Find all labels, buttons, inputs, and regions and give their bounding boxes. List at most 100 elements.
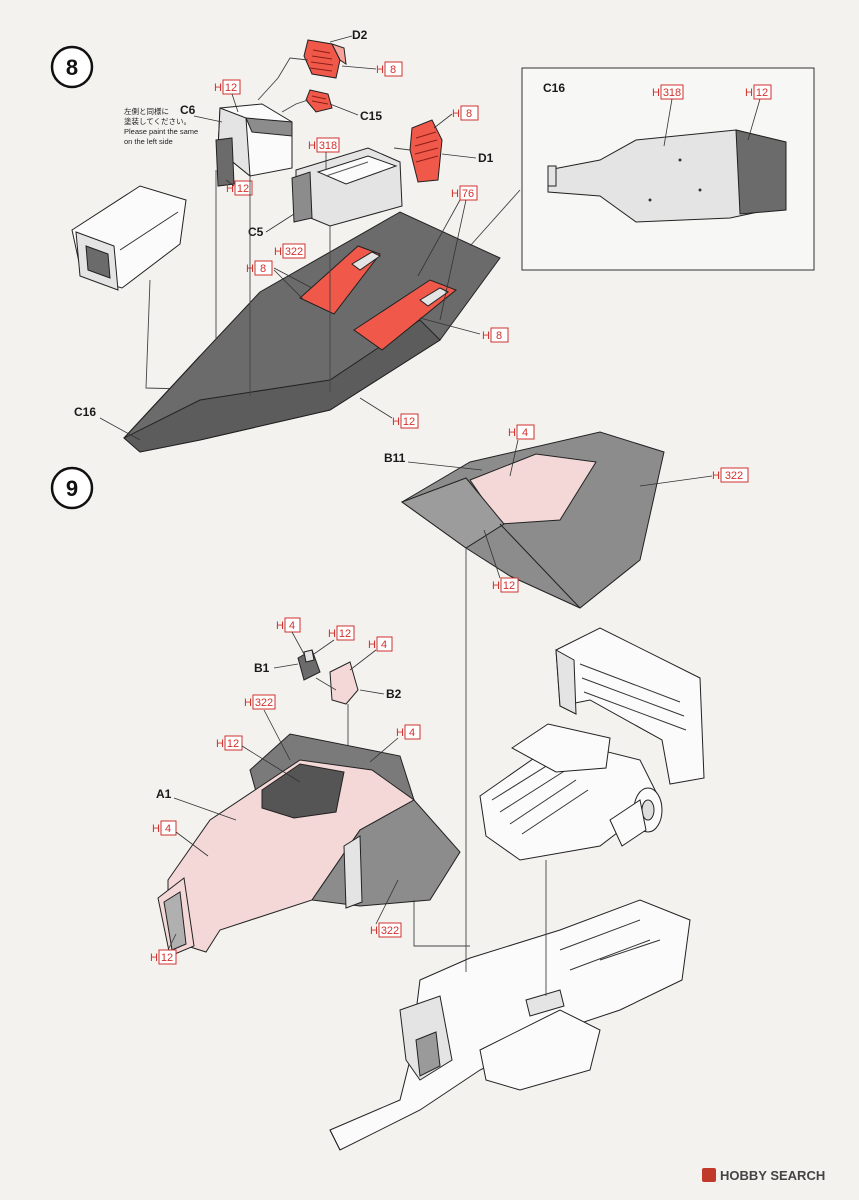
part-floor <box>123 211 501 453</box>
svg-text:12: 12 <box>503 580 515 592</box>
note-jp-line1: 左側と同様に <box>124 106 169 116</box>
paint-code-b1-b: H 12 <box>328 625 355 641</box>
watermark: HOBBY SEARCH <box>702 1168 825 1183</box>
svg-text:H: H <box>376 64 384 76</box>
svg-text:12: 12 <box>237 183 249 195</box>
svg-text:H: H <box>370 925 378 937</box>
svg-text:H: H <box>652 87 660 99</box>
paint-code-b11-inner: H 12 <box>492 577 519 593</box>
part-b2 <box>329 661 359 705</box>
note-en-line2: on the left side <box>124 137 173 146</box>
label-d2: D2 <box>352 28 368 42</box>
paint-code-b11-side: H 322 <box>712 467 749 483</box>
svg-text:8: 8 <box>466 108 472 120</box>
label-b1: B1 <box>254 661 270 675</box>
step-8-number: 8 <box>66 55 78 80</box>
paint-code-d2: H 8 <box>376 61 403 77</box>
inset-label-c16: C16 <box>543 81 565 95</box>
svg-text:12: 12 <box>756 87 768 99</box>
svg-text:4: 4 <box>522 427 528 439</box>
svg-text:318: 318 <box>663 87 681 99</box>
svg-text:12: 12 <box>161 952 173 964</box>
label-c15: C15 <box>360 109 382 123</box>
paint-code-a1-top: H 322 <box>244 694 276 710</box>
paint-code-a1-right: H 4 <box>396 724 421 740</box>
note-jp-line2: 塗装してください。 <box>124 116 191 126</box>
part-c15 <box>305 89 333 113</box>
part-c5 <box>291 147 403 227</box>
svg-text:H: H <box>508 427 516 439</box>
part-duct <box>71 185 187 291</box>
svg-text:H: H <box>368 639 376 651</box>
step-8: 8 D2 H 8 C15 C6 <box>50 28 815 453</box>
paint-code-b11-top: H 4 <box>508 424 535 440</box>
step-9-number: 9 <box>66 476 78 501</box>
paint-code-a1-inner: H 12 <box>150 949 177 965</box>
paint-code-ducts: H 76 <box>451 185 478 201</box>
svg-text:H: H <box>712 470 720 482</box>
svg-text:H: H <box>244 697 252 709</box>
part-d1 <box>409 119 443 183</box>
label-c16: C16 <box>74 405 96 419</box>
svg-text:H: H <box>396 727 404 739</box>
paint-code-floor-right: H 8 <box>482 327 509 343</box>
svg-text:H: H <box>392 416 400 428</box>
svg-text:8: 8 <box>496 330 502 342</box>
part-chassis <box>329 899 691 1151</box>
label-b11: B11 <box>384 451 406 465</box>
paint-code-c5-side: H 322 <box>274 243 306 259</box>
svg-text:H: H <box>482 330 490 342</box>
svg-text:4: 4 <box>165 823 171 835</box>
watermark-text: HOBBY SEARCH <box>720 1168 825 1183</box>
svg-text:H: H <box>276 620 284 632</box>
svg-text:12: 12 <box>339 628 351 640</box>
step-9: 9 B11 H 4 H 322 H 12 <box>50 424 749 1151</box>
svg-text:H: H <box>328 628 336 640</box>
paint-code-a1-nose: H 4 <box>152 820 177 836</box>
part-d2 <box>303 39 347 79</box>
part-engine-assembly <box>479 627 705 861</box>
svg-text:H: H <box>452 108 460 120</box>
paint-code-a1-cockpit: H 12 <box>216 735 243 751</box>
paint-code-c5-top: H 318 <box>308 137 340 153</box>
svg-text:8: 8 <box>390 64 396 76</box>
svg-text:12: 12 <box>227 738 239 750</box>
svg-text:H: H <box>745 87 753 99</box>
paint-code-floor-base: H 12 <box>392 413 419 429</box>
svg-text:12: 12 <box>225 82 237 94</box>
svg-text:H: H <box>226 183 234 195</box>
svg-text:322: 322 <box>255 697 273 709</box>
svg-text:H: H <box>451 188 459 200</box>
paint-code-inset-main: H 318 <box>652 84 684 100</box>
svg-text:4: 4 <box>289 620 295 632</box>
label-c5: C5 <box>248 225 264 239</box>
label-b2: B2 <box>386 687 402 701</box>
svg-text:H: H <box>216 738 224 750</box>
svg-text:4: 4 <box>381 639 387 651</box>
svg-text:H: H <box>214 82 222 94</box>
paint-code-d1: H 8 <box>452 105 479 121</box>
svg-text:318: 318 <box>319 140 337 152</box>
label-d1: D1 <box>478 151 494 165</box>
svg-text:12: 12 <box>403 416 415 428</box>
svg-text:H: H <box>492 580 500 592</box>
svg-text:H: H <box>308 140 316 152</box>
paint-code-b2: H 4 <box>368 636 393 652</box>
paint-code-a1-side: H 322 <box>370 922 402 938</box>
part-b1 <box>297 649 321 681</box>
part-c6 <box>215 103 293 187</box>
paint-code-c6-side: H 12 <box>226 180 253 196</box>
step-8-badge: 8 <box>50 45 94 89</box>
label-c6: C6 <box>180 103 196 117</box>
paint-code-inset-rear: H 12 <box>745 84 772 100</box>
svg-text:76: 76 <box>462 188 474 200</box>
svg-text:H: H <box>274 246 282 258</box>
step-9-badge: 9 <box>50 466 94 510</box>
label-a1: A1 <box>156 787 172 801</box>
svg-text:4: 4 <box>409 727 415 739</box>
paint-code-b1-a: H 4 <box>276 617 301 633</box>
svg-text:8: 8 <box>260 263 266 275</box>
svg-text:H: H <box>150 952 158 964</box>
svg-text:H: H <box>152 823 160 835</box>
part-b11 <box>400 431 665 609</box>
